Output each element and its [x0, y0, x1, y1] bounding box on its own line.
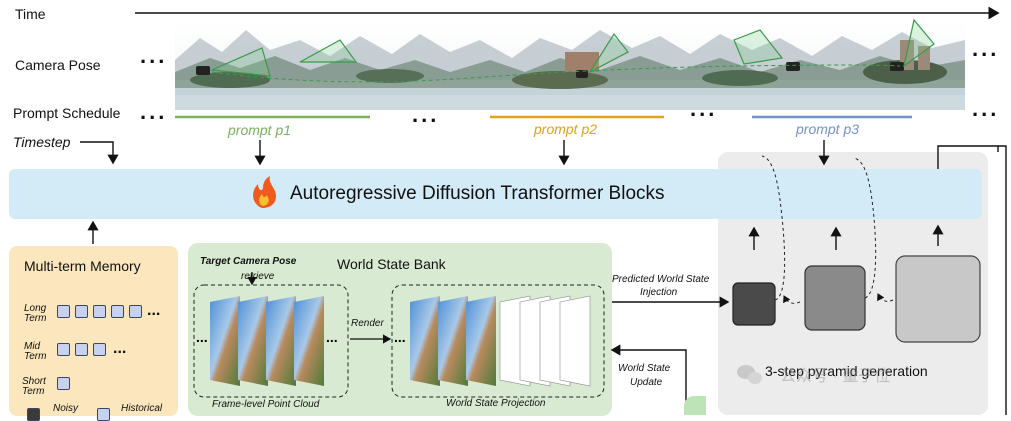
memory-short-frame [57, 377, 70, 390]
mid-term-label: Mid Term [24, 341, 47, 362]
pyramid-label: 3-step pyramid generation [765, 363, 928, 379]
ellipsis-camera-right: ... [972, 36, 1000, 61]
memory-title: Multi-term Memory [24, 258, 141, 274]
camera-icon [196, 66, 210, 75]
fire-icon [253, 176, 276, 208]
projection-label: World State Projection [446, 398, 546, 409]
memory-long-frame [111, 305, 124, 318]
corner-tab [684, 396, 706, 415]
wsb-title: World State Bank [337, 256, 446, 272]
memory-long-frame [75, 305, 88, 318]
ellipsis-camera-left: ... [140, 43, 168, 68]
pyramid-block-medium [804, 265, 866, 331]
camera-pose-label: Camera Pose [15, 57, 101, 73]
pyramid-block-small [732, 282, 776, 326]
dit-title: Autoregressive Diffusion Transformer Blo… [290, 183, 665, 204]
svg-text:...: ... [196, 329, 208, 345]
short-term-label: Short Term [22, 376, 46, 397]
timestep-label: Timestep [13, 134, 71, 150]
injection-label: Injection [640, 287, 678, 298]
prompt-p1-label: prompt p1 [228, 122, 292, 138]
memory-long-frame [57, 305, 70, 318]
historical-label: Historical [121, 403, 163, 414]
retrieve-label: retrieve [241, 271, 275, 282]
ellipsis-prompt-right: ... [972, 96, 1000, 121]
svg-text:...: ... [326, 329, 338, 345]
update-label: Update [630, 377, 663, 388]
memory-long-frame [129, 305, 142, 318]
world-state-label: World State [618, 363, 671, 374]
memory-long-ellipsis: ... [147, 302, 161, 319]
pyramid-block-large [895, 255, 981, 343]
target-camera-pose-label: Target Camera Pose [200, 256, 297, 267]
noisy-label: Noisy [53, 403, 79, 414]
wechat-icon [737, 365, 762, 384]
dit-blocks-bar [9, 169, 982, 219]
memory-mid-frame [57, 343, 70, 356]
prompt-p2-label: prompt p2 [534, 121, 598, 137]
memory-mid-frame [75, 343, 88, 356]
memory-long-frame [93, 305, 106, 318]
point-cloud-frames [210, 296, 324, 386]
time-label: Time [15, 6, 46, 22]
memory-mid-ellipsis: ... [113, 340, 127, 357]
long-term-label: Long Term [24, 303, 47, 324]
projection-frames [410, 295, 591, 387]
svg-text:...: ... [394, 329, 406, 345]
ellipsis-prompt-left: ... [140, 99, 168, 124]
prompt-schedule-label: Prompt Schedule [13, 105, 121, 121]
memory-mid-frame [93, 343, 106, 356]
render-label: Render [351, 318, 384, 329]
frame-cloud-label: Frame-level Point Cloud [212, 399, 320, 410]
predicted-label: Predicted World State [612, 274, 710, 285]
watermark-text: 公众号 · 量子位 [780, 368, 891, 385]
prompt-p3-label: prompt p3 [796, 121, 860, 137]
